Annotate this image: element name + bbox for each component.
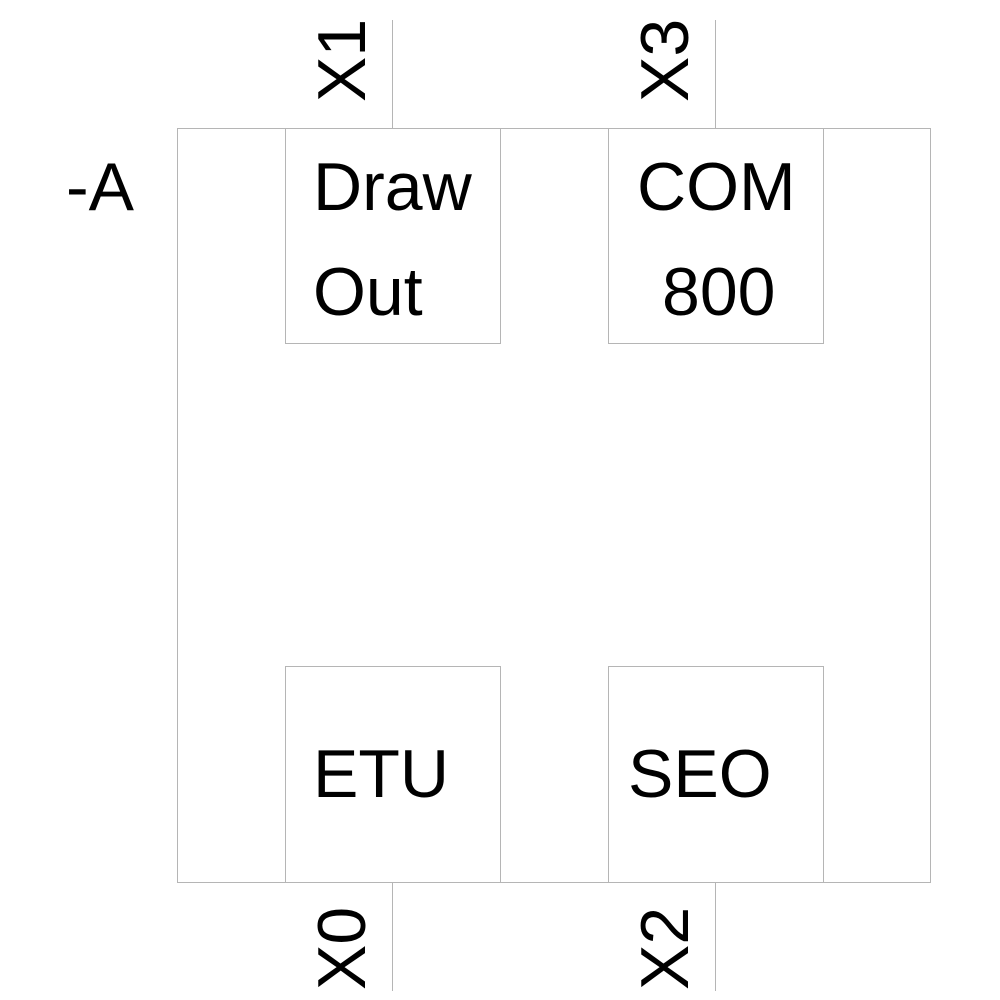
seo-module <box>608 666 824 883</box>
draw-out-module <box>285 128 501 344</box>
component-reference-label: -A <box>66 149 134 225</box>
port-x3-label: X3 <box>627 18 703 102</box>
com-label-line1: COM <box>637 149 796 225</box>
draw-out-label-line2: Out <box>313 254 423 330</box>
port-x0-label: X0 <box>304 906 380 990</box>
etu-label: ETU <box>313 736 449 812</box>
draw-out-label-line1: Draw <box>313 149 472 225</box>
seo-label: SEO <box>628 736 772 812</box>
com-label-line2: 800 <box>662 254 776 330</box>
x0-connection-line <box>392 883 393 991</box>
x1-connection-line <box>392 20 393 128</box>
x2-connection-line <box>715 883 716 991</box>
component-outline <box>177 128 931 883</box>
port-x1-label: X1 <box>304 18 380 102</box>
x3-connection-line <box>715 20 716 128</box>
port-x2-label: X2 <box>627 906 703 990</box>
com-800-module <box>608 128 824 344</box>
etu-module <box>285 666 501 883</box>
